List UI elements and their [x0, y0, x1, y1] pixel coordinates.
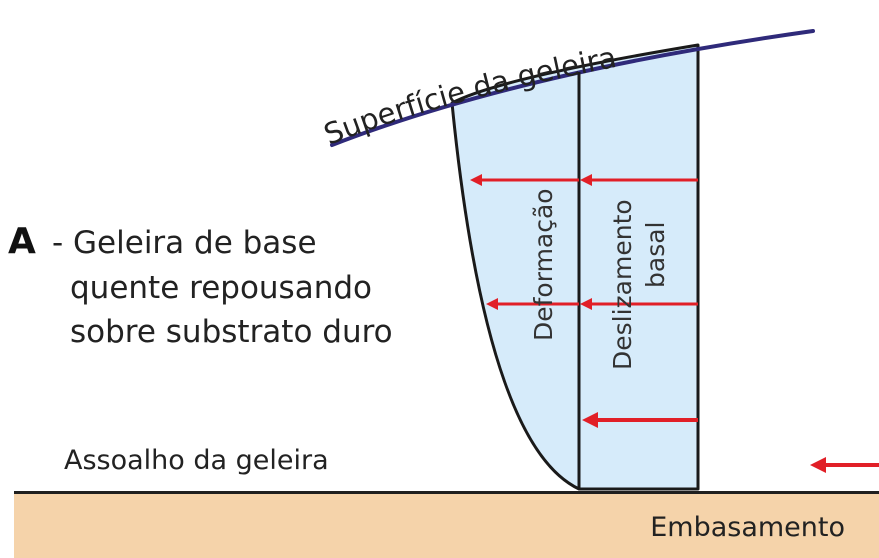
caption-line-1: - Geleira de base	[52, 225, 317, 261]
caption-line-2: quente repousando	[70, 270, 372, 306]
figure-marker: A	[8, 221, 36, 262]
red-arrow-external-head	[810, 457, 826, 473]
sliding-label-line-1: Deslizamento	[608, 199, 637, 370]
bedrock-label: Embasamento	[650, 512, 845, 543]
bedrock-layer	[14, 491, 879, 558]
red-arrow-middle-deformation-head	[486, 298, 498, 310]
deformation-label: Deformação	[529, 188, 558, 341]
red-arrow-upper-sliding-head	[580, 174, 592, 186]
red-arrow-middle-sliding-head	[580, 298, 592, 310]
caption-line-3: sobre substrato duro	[70, 314, 393, 350]
red-arrow-upper-deformation-head	[470, 174, 482, 186]
sliding-label-line-2: basal	[641, 222, 670, 288]
glacier-floor-label: Assoalho da geleira	[64, 445, 329, 476]
glacier-surface-line	[330, 29, 815, 147]
red-arrow-lower-sliding-head	[582, 412, 598, 428]
ice-body	[450, 43, 700, 491]
